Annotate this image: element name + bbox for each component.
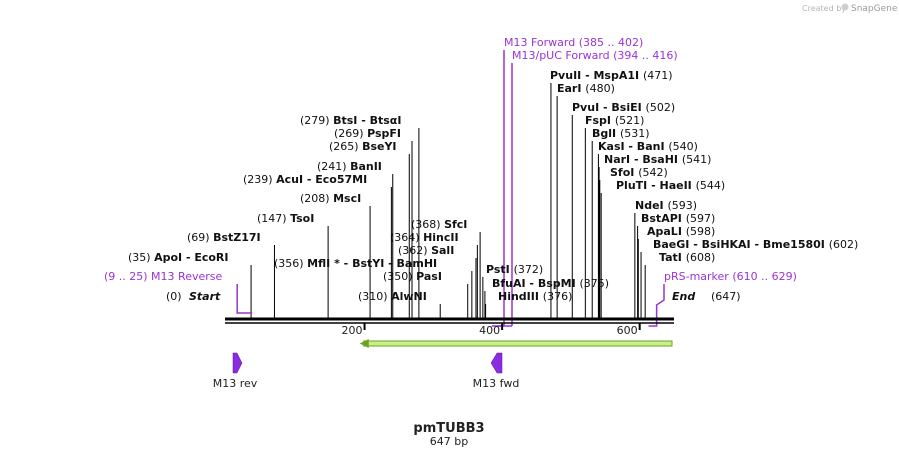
feature-label[interactable]: M13 fwd	[473, 377, 520, 390]
site-label[interactable]: (364) HincII	[390, 231, 459, 244]
primer-mark	[648, 284, 665, 327]
sequence-backbone[interactable]	[225, 317, 674, 324]
sequence-name: pmTUBB3	[413, 421, 484, 436]
sequence-length: 647 bp	[430, 435, 468, 448]
site-label[interactable]: PvuII - MspA1I (471)	[550, 69, 673, 82]
site-labels: (35) ApoI - EcoRI (69) BstZ17I (147) TsoI (…	[104, 36, 858, 303]
ruler: 200 400 600	[342, 323, 641, 337]
site-label[interactable]: (350) PasI	[383, 270, 442, 283]
site-label[interactable]: (69) BstZ17I	[187, 231, 261, 244]
marker-feature-bar[interactable]	[363, 340, 673, 347]
site-label[interactable]: (356) MflI * - BstYI - BamHI	[274, 257, 437, 270]
site-label[interactable]: SfoI (542)	[610, 166, 668, 179]
primer-label[interactable]: pRS-marker (610 .. 629)	[664, 270, 797, 283]
primer-lines	[236, 50, 665, 327]
site-label[interactable]: BaeGI - BsiHKAI - Bme1580I (602)	[653, 238, 858, 251]
site-label[interactable]: (310) AlwNI	[358, 290, 427, 303]
site-label[interactable]: KasI - BanI (540)	[598, 140, 698, 153]
site-label[interactable]: ApaLI (598)	[647, 225, 715, 238]
site-label[interactable]: BglI (531)	[592, 127, 650, 140]
site-label[interactable]: BfuAI - BspMI (375)	[492, 277, 609, 290]
site-label[interactable]: (208) MscI	[300, 192, 361, 205]
feature-arrow[interactable]	[490, 352, 503, 374]
site-label[interactable]: (368) SfcI	[411, 218, 467, 231]
site-label[interactable]: NdeI (593)	[635, 199, 697, 212]
start-position: (0)	[166, 290, 182, 303]
end-position: (647)	[711, 290, 741, 303]
site-lines	[250, 83, 646, 318]
created-by-label: Created by	[802, 4, 846, 13]
site-label[interactable]: BstAPI (597)	[641, 212, 715, 225]
site-label[interactable]: (35) ApoI - EcoRI	[128, 251, 229, 264]
primer-label[interactable]: M13/pUC Forward (394 .. 416)	[512, 49, 678, 62]
snapgene-brand: SnapGene	[851, 4, 898, 14]
end-label: End	[672, 290, 695, 303]
site-label[interactable]: PstI (372)	[486, 263, 543, 276]
site-label[interactable]: PluTI - HaeII (544)	[616, 179, 725, 192]
feature-label[interactable]: M13 rev	[213, 377, 258, 390]
primer-mark	[236, 284, 253, 314]
site-label[interactable]: PvuI - BsiEI (502)	[572, 101, 675, 114]
start-label: Start	[189, 290, 221, 303]
site-label[interactable]: TatI (608)	[659, 251, 715, 264]
site-label[interactable]: EarI (480)	[557, 82, 615, 95]
features: M13 rev M13 fwd	[213, 339, 673, 390]
ruler-tick-label: 200	[342, 324, 363, 337]
snapgene-logo-icon	[841, 3, 849, 11]
ruler-tick-label: 400	[479, 324, 500, 337]
site-label[interactable]: (279) BtsI - BtsαI	[300, 114, 401, 127]
site-label[interactable]: HindIII (376)	[498, 290, 572, 303]
ruler-tick-label: 600	[617, 324, 638, 337]
site-label[interactable]: (147) TsoI	[257, 212, 314, 225]
feature-arrow[interactable]	[232, 352, 243, 374]
site-label[interactable]: (241) BanII	[317, 160, 382, 173]
primer-label[interactable]: (9 .. 25) M13 Reverse	[104, 270, 222, 283]
site-label[interactable]: FspI (521)	[585, 114, 644, 127]
primer-label[interactable]: M13 Forward (385 .. 402)	[504, 36, 643, 49]
site-label[interactable]: NarI - BsaHI (541)	[604, 153, 711, 166]
marker-feature-arrowhead	[359, 339, 369, 348]
site-label[interactable]: (265) BseYI	[329, 140, 397, 153]
site-label[interactable]: (239) AcuI - Eco57MI	[243, 173, 367, 186]
site-label[interactable]: (362) SalI	[398, 244, 454, 257]
site-label[interactable]: (269) PspFI	[334, 127, 401, 140]
